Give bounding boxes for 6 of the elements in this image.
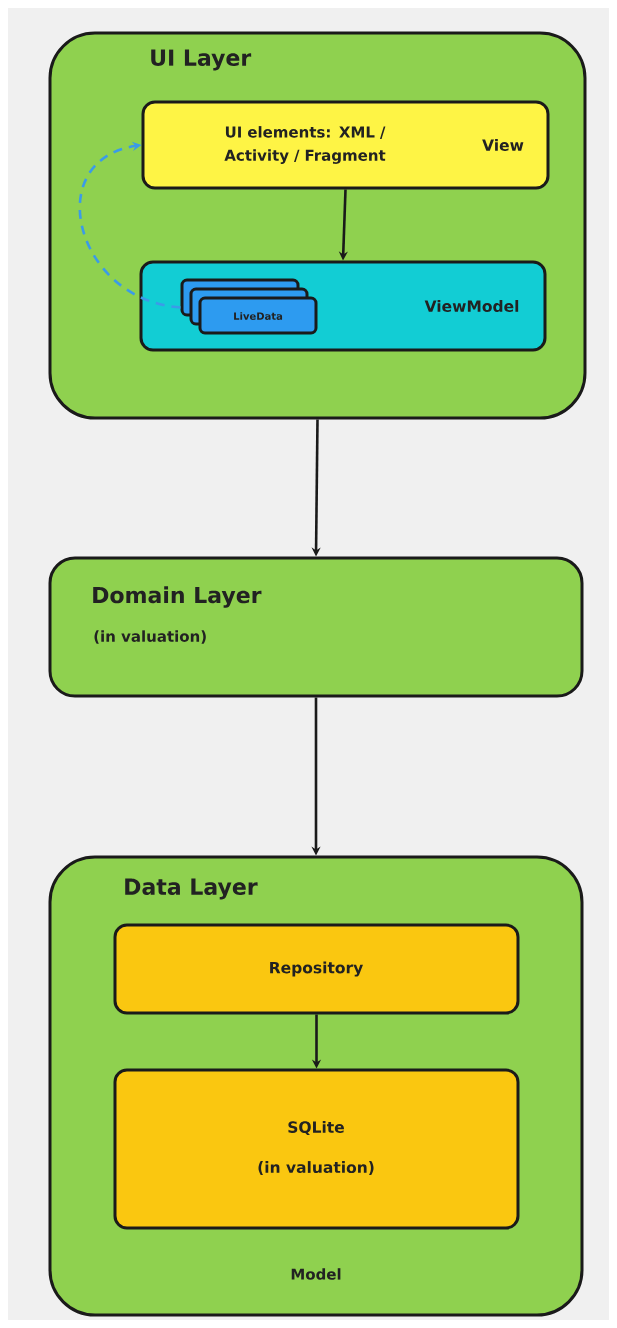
- database-box: SQLite (in valuation): [113, 1068, 520, 1230]
- layer-panel: Domain Layer (in valuation): [48, 556, 584, 698]
- view-box: UI elements: XML / Activity / Fragment View: [141, 100, 550, 190]
- livedata-cards: LiveData: [180, 278, 318, 335]
- repository-box: Repository: [113, 923, 520, 1015]
- dashed-arrow: [78, 141, 181, 309]
